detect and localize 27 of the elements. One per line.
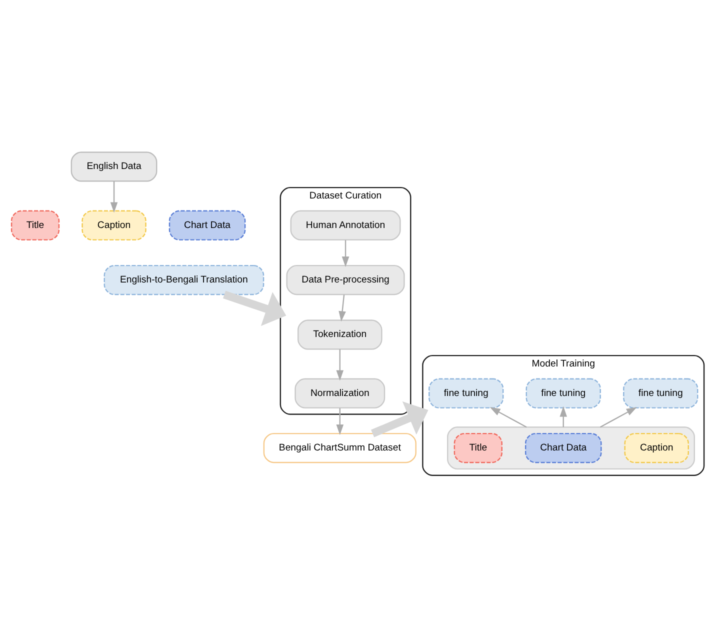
arrow	[490, 406, 527, 428]
node-box: Caption	[82, 210, 146, 240]
arrow	[560, 406, 568, 427]
node-box: Title	[10, 210, 60, 240]
node-box: Human Annotation	[290, 210, 401, 240]
node-box: fine tuning	[526, 378, 601, 408]
node-box: Caption	[624, 432, 689, 463]
node-box: Chart Data	[524, 432, 602, 463]
node-box: Title	[454, 432, 502, 463]
node-box: Chart Data	[168, 210, 246, 240]
arrow	[336, 408, 344, 435]
node-box: Bengali ChartSumm Dataset	[263, 432, 416, 463]
node-box: Data Pre-processing	[286, 264, 405, 295]
node-box: fine tuning	[428, 378, 504, 408]
arrow	[600, 406, 637, 428]
arrow	[110, 180, 118, 212]
arrow	[371, 400, 428, 437]
node-box: English Data	[70, 151, 158, 182]
node-box: Normalization	[294, 378, 386, 408]
arrow	[338, 294, 346, 322]
arrow	[342, 240, 350, 267]
arrow	[336, 348, 344, 380]
node-box: fine tuning	[623, 378, 698, 408]
arrow	[223, 290, 286, 326]
cluster	[447, 426, 695, 470]
node-box: Tokenization	[298, 319, 382, 350]
node-box: English-to-Bengali Translation	[104, 264, 264, 295]
